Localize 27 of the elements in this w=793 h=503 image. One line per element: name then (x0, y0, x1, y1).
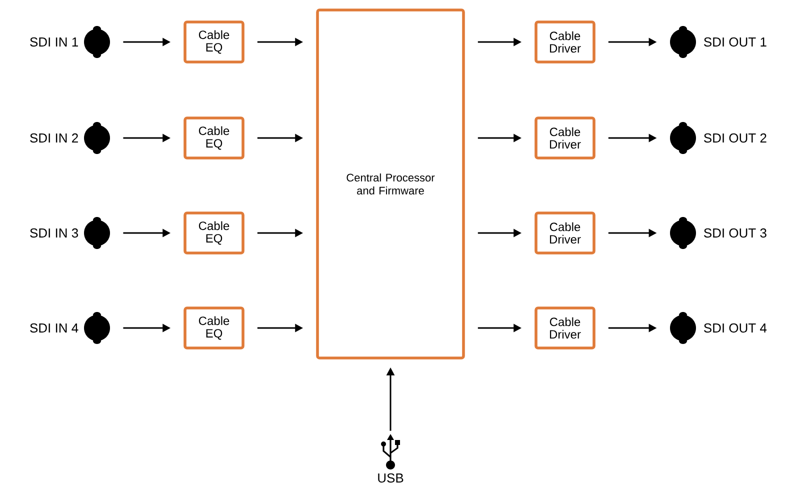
port-label: SDI IN 2 (30, 133, 78, 143)
bnc-connector (84, 312, 110, 344)
process-box: Cable Driver (534, 116, 596, 160)
port-label: SDI IN 1 (30, 37, 78, 47)
port-label: USB (378, 473, 404, 483)
process-box: Cable EQ (184, 306, 244, 350)
port-label: SDI IN 4 (30, 323, 78, 333)
process-box: Cable Driver (534, 20, 596, 64)
usb-icon (381, 434, 400, 470)
bnc-connector (670, 217, 696, 249)
bnc-connector (84, 122, 110, 154)
port-label: SDI OUT 1 (704, 37, 766, 47)
bnc-connector (84, 217, 110, 249)
port-label: SDI OUT 2 (704, 133, 766, 143)
processor-box: Central Processor and Firmware (316, 8, 465, 360)
port-label: SDI IN 3 (30, 228, 78, 238)
process-box: Cable EQ (184, 116, 244, 160)
bnc-connector (670, 312, 696, 344)
process-box: Cable EQ (184, 212, 244, 254)
process-box: Cable Driver (534, 306, 596, 350)
port-label: SDI OUT 3 (704, 228, 766, 238)
port-label: SDI OUT 4 (704, 323, 767, 333)
bnc-connector (84, 26, 110, 58)
bnc-connector (670, 122, 696, 154)
bnc-connector (670, 26, 696, 58)
process-box: Cable EQ (184, 20, 244, 64)
process-box: Cable Driver (534, 212, 596, 254)
